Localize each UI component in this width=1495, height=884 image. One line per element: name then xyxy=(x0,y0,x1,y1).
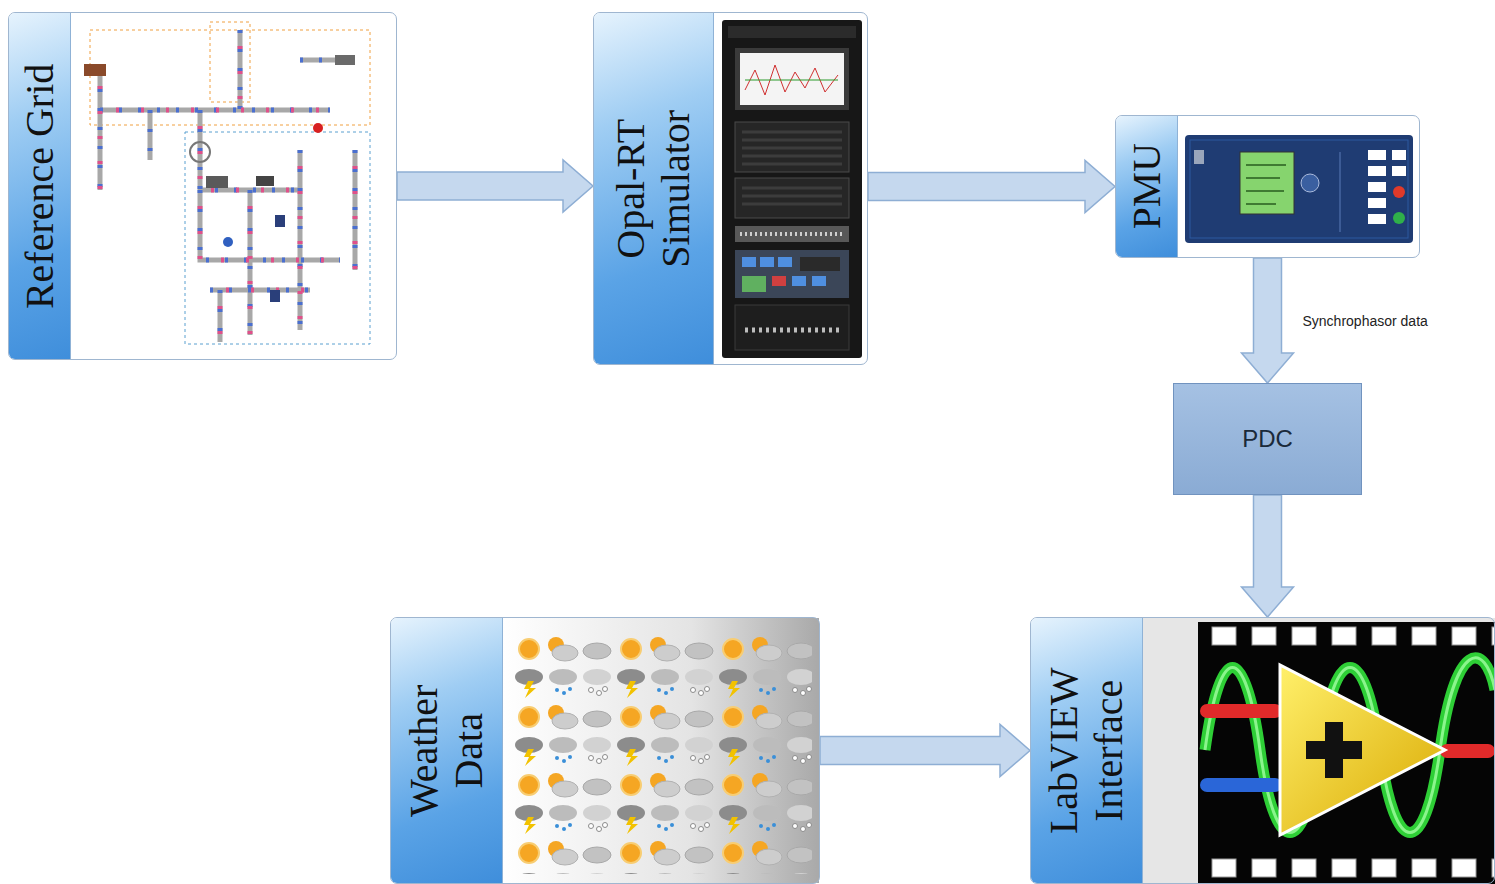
simulator-rack-part xyxy=(812,276,826,286)
simulator-rack-part xyxy=(742,188,842,204)
labview-logo-part xyxy=(1440,744,1495,758)
labelled-panel: Reference Grid xyxy=(8,12,397,360)
panel-title: LabVIEW Interface xyxy=(1042,631,1132,871)
simulator-rack-part xyxy=(735,226,849,242)
box-label: PDC xyxy=(1242,425,1293,453)
block-arrow xyxy=(397,160,593,212)
grid-schematic-part xyxy=(100,30,355,342)
grid-schematic-part xyxy=(210,22,250,102)
pmu-device-part xyxy=(1393,212,1405,224)
pmu-device xyxy=(1185,135,1413,243)
pmu-device-part xyxy=(1368,166,1386,176)
pmu-device-part xyxy=(1240,152,1294,214)
edge-label-anchor: Synchrophasor data xyxy=(1300,312,1431,330)
edge-label: Synchrophasor data xyxy=(1300,312,1431,330)
grid-schematic-part xyxy=(223,237,233,247)
pmu-device-part xyxy=(1194,150,1204,164)
simulator-rack-part xyxy=(772,276,786,286)
process-box: PDC xyxy=(1173,383,1362,495)
weather-icons xyxy=(500,618,819,883)
simulator-rack-part xyxy=(740,53,844,105)
weather-icons-part xyxy=(512,632,812,874)
simulator-rack-part xyxy=(728,26,856,38)
grid-schematic xyxy=(70,14,395,358)
simulator-rack-part xyxy=(745,80,838,81)
simulator-rack-part xyxy=(722,20,862,358)
labelled-panel: PMU xyxy=(1115,115,1420,258)
pmu-device-part xyxy=(1301,174,1319,192)
label-strip: PMU xyxy=(1116,116,1178,257)
simulator-rack-part xyxy=(742,132,842,164)
label-strip: Weather Data xyxy=(391,618,503,883)
labview-logo-part xyxy=(1280,665,1445,835)
simulator-rack-part xyxy=(735,250,849,298)
grid-schematic-part xyxy=(270,290,280,302)
block-arrow xyxy=(1242,495,1294,617)
pmu-device-part xyxy=(1190,140,1408,238)
weather-icons-part xyxy=(500,618,819,883)
grid-schematic-part xyxy=(84,64,106,76)
panel-title: PMU xyxy=(1124,122,1168,252)
labelled-panel: Opal-RT Simulator xyxy=(593,12,868,365)
grid-schematic-part xyxy=(70,14,395,358)
simulator-rack-part xyxy=(760,257,774,267)
labview-logo-part xyxy=(1205,658,1495,833)
simulator-rack-part xyxy=(745,328,840,333)
pmu-device-part xyxy=(1368,198,1386,208)
simulator-rack-part xyxy=(778,257,792,267)
simulator-rack-part xyxy=(740,232,845,236)
simulator-rack-part xyxy=(745,65,838,95)
pmu-device-part xyxy=(1392,166,1406,176)
simulator-rack-part xyxy=(792,276,806,286)
labview-logo-part xyxy=(1306,741,1362,759)
labview-logo xyxy=(1140,618,1495,884)
panel-title: Opal-RT Simulator xyxy=(609,79,699,299)
labview-logo-part xyxy=(1200,704,1282,718)
labview-logo-part xyxy=(1198,622,1495,884)
labview-logo-part xyxy=(1205,658,1495,833)
simulator-rack-part xyxy=(735,48,849,110)
block-arrow xyxy=(1242,258,1294,383)
simulator-rack-part xyxy=(735,178,849,218)
pmu-device-part xyxy=(1368,150,1386,160)
grid-schematic-part xyxy=(206,176,228,188)
pmu-device-part xyxy=(1246,165,1286,204)
grid-schematic-part xyxy=(100,30,355,342)
panel-title: Reference Grid xyxy=(17,21,62,351)
simulator-rack-part xyxy=(735,305,849,350)
grid-schematic-part xyxy=(100,30,355,342)
labview-logo-part xyxy=(1200,778,1282,792)
simulator-rack-part xyxy=(800,257,840,271)
label-strip: Opal-RT Simulator xyxy=(594,13,714,364)
simulator-rack-part xyxy=(742,276,766,292)
pmu-device-part xyxy=(1392,150,1406,160)
labview-logo-part xyxy=(1198,622,1495,884)
grid-schematic-part xyxy=(275,215,285,227)
pmu-device-part xyxy=(1340,152,1341,232)
label-strip: LabVIEW Interface xyxy=(1031,618,1143,883)
grid-schematic-part xyxy=(256,176,274,186)
block-arrow xyxy=(820,725,1030,777)
block-arrow xyxy=(868,161,1115,213)
panel-title: Weather Data xyxy=(402,651,492,851)
grid-schematic-part xyxy=(335,55,355,65)
pmu-device-part xyxy=(1185,135,1413,243)
labelled-panel: LabVIEW Interface xyxy=(1030,617,1495,884)
simulator-rack-part xyxy=(742,257,756,267)
simulator-rack-part xyxy=(735,122,849,172)
grid-schematic-part xyxy=(313,123,323,133)
labview-logo-part xyxy=(1140,618,1495,884)
pmu-device-part xyxy=(1368,182,1386,192)
pmu-device-part xyxy=(1393,186,1405,198)
pmu-device-part xyxy=(1368,214,1386,224)
labelled-panel: Weather Data xyxy=(390,617,820,884)
label-strip: Reference Grid xyxy=(9,13,71,359)
simulator-rack xyxy=(722,20,862,358)
grid-schematic-part xyxy=(190,142,210,162)
grid-schematic-part xyxy=(185,132,370,344)
